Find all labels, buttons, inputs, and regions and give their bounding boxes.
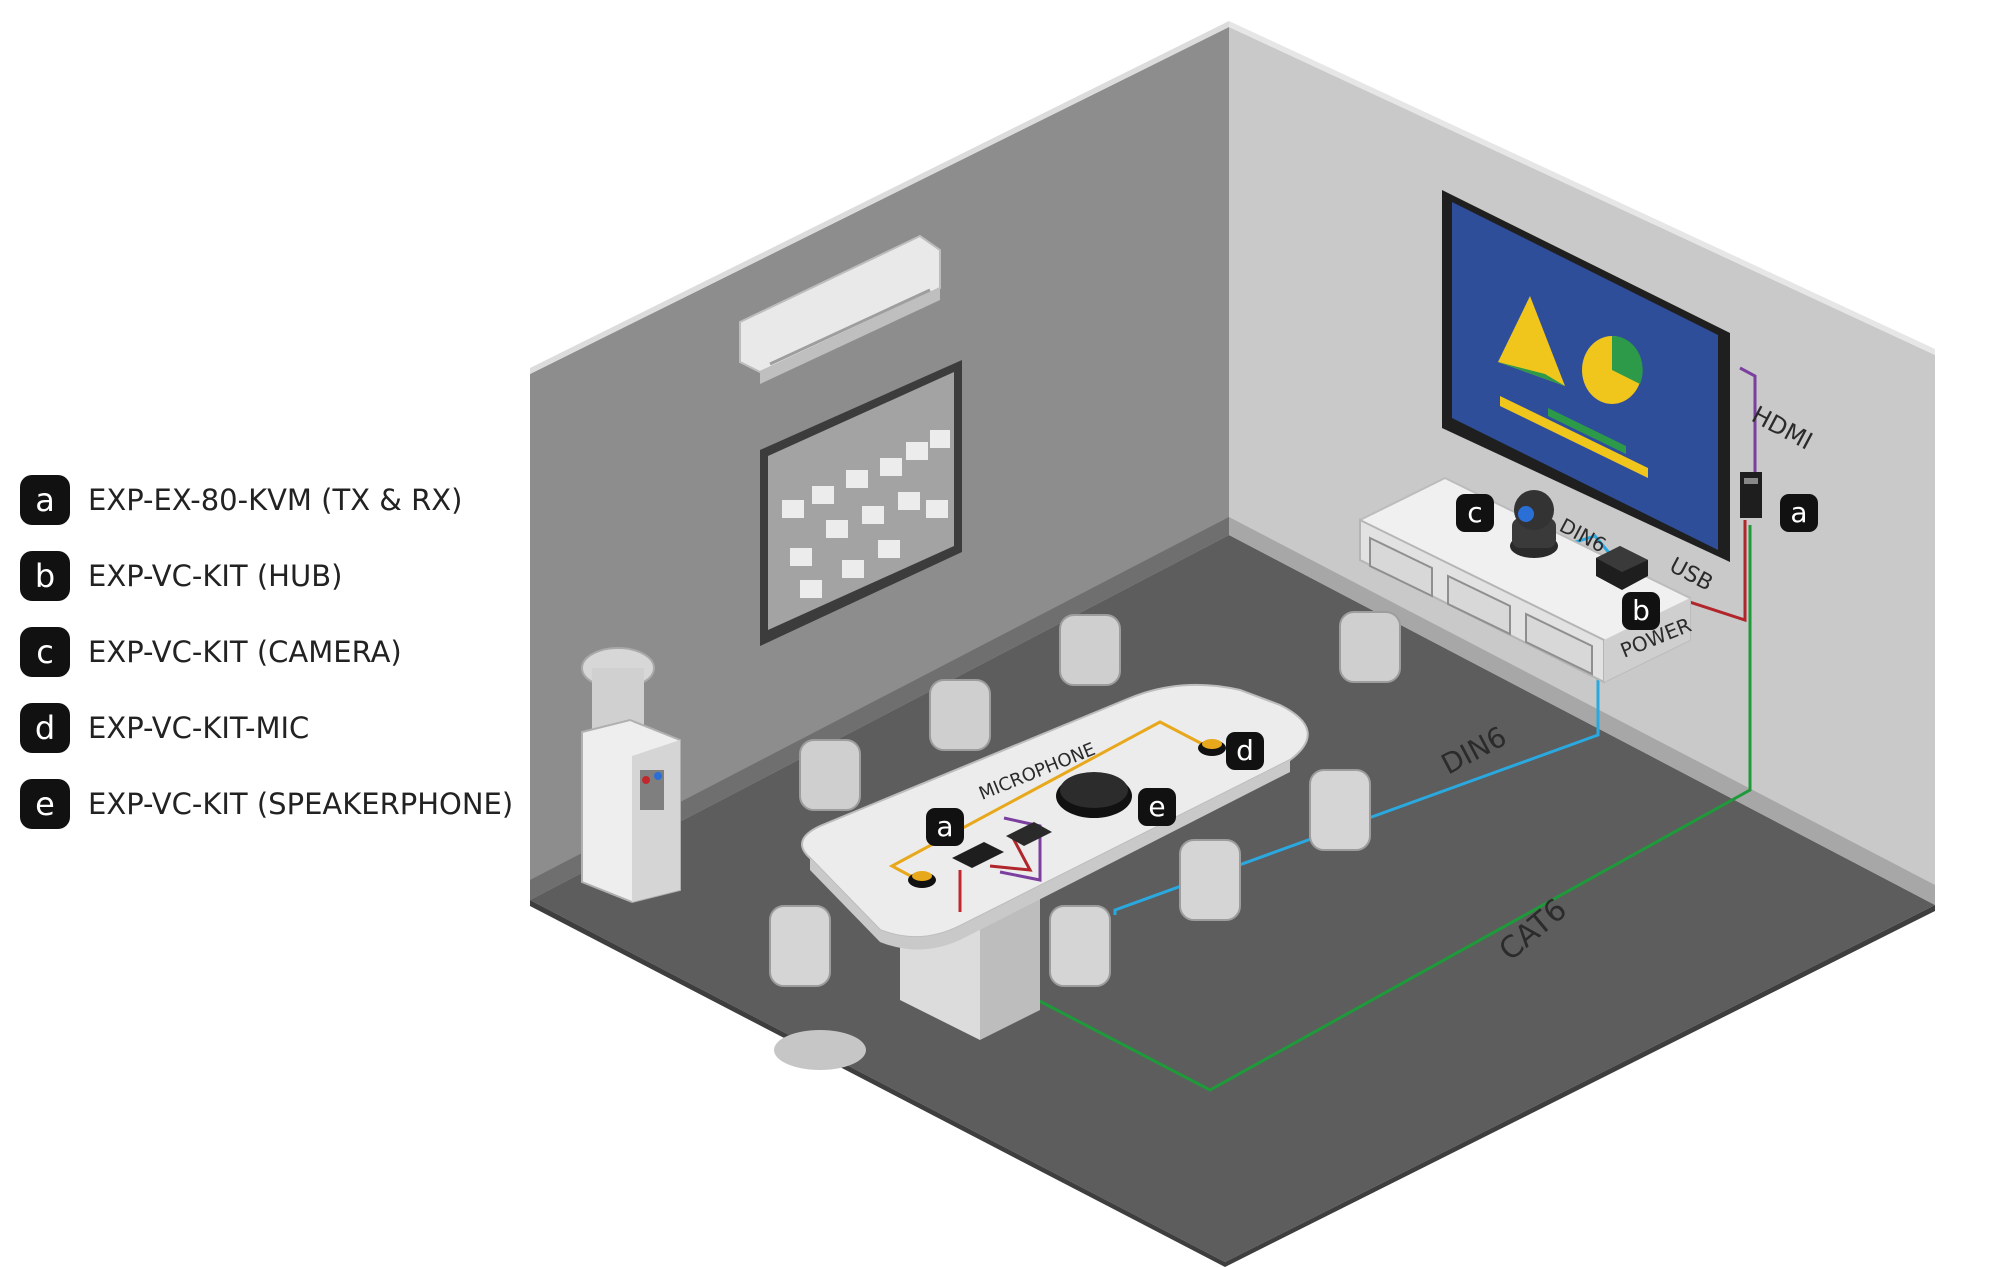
camera — [1510, 490, 1558, 558]
svg-text:a: a — [1790, 496, 1807, 529]
hdmi-cable — [1739, 366, 1757, 486]
legend-label-a: EXP-EX-80-KVM (TX & RX) — [88, 483, 463, 517]
water-cooler — [581, 647, 681, 904]
microphone-cable — [888, 720, 1211, 882]
floor-front-right-edge — [1225, 905, 1935, 1267]
svg-text:e: e — [1148, 790, 1165, 823]
svg-text:b: b — [1632, 594, 1650, 627]
screen-triangle — [1498, 296, 1565, 386]
cabinet — [1359, 476, 1691, 684]
air-conditioner — [739, 234, 941, 384]
callout-c: c — [1456, 494, 1494, 532]
chair — [769, 905, 866, 1070]
svg-text:d: d — [1236, 734, 1254, 767]
callout-b: b — [1622, 592, 1660, 630]
chairs — [769, 611, 1401, 1070]
left-wall-top-edge — [530, 21, 1229, 374]
chair — [799, 739, 861, 811]
devices — [908, 472, 1762, 888]
chair — [929, 679, 991, 751]
chair — [1179, 839, 1241, 921]
floor-front-left-edge — [530, 900, 1225, 1267]
svg-text:a: a — [936, 810, 953, 843]
legend-badge-e: e — [20, 779, 70, 829]
notice-board — [760, 360, 962, 646]
microphone-right — [1198, 739, 1226, 756]
legend-badge-b: b — [20, 551, 70, 601]
legend-item-c: c EXP-VC-KIT (CAMERA) — [20, 622, 500, 682]
legend-badge-d: d — [20, 703, 70, 753]
display-screen — [1442, 190, 1730, 562]
legend: a EXP-EX-80-KVM (TX & RX) b EXP-VC-KIT (… — [20, 470, 513, 850]
kvm-wall-unit — [1740, 472, 1762, 518]
chair — [1309, 769, 1371, 851]
kvm-table-red-loop — [989, 835, 1033, 872]
legend-label-c: EXP-VC-KIT (CAMERA) — [88, 635, 402, 669]
kvm-table-hdmi-cable — [999, 816, 1042, 882]
legend-badge-c: c — [20, 627, 70, 677]
speakerphone — [1056, 772, 1132, 818]
legend-label-e: EXP-VC-KIT (SPEAKERPHONE) — [88, 787, 514, 821]
legend-item-d: d EXP-VC-KIT-MIC — [20, 698, 500, 758]
callout-d: d — [1226, 732, 1264, 770]
chair — [1059, 614, 1121, 686]
callout-badges: a b c d e a — [926, 494, 1818, 846]
legend-label-b: EXP-VC-KIT (HUB) — [88, 559, 343, 593]
legend-label-d: EXP-VC-KIT-MIC — [88, 711, 310, 745]
room-shell — [530, 21, 1935, 1267]
callout-a-table: a — [926, 808, 964, 846]
right-wall-baseboard — [1229, 517, 1935, 905]
legend-item-b: b EXP-VC-KIT (HUB) — [20, 546, 500, 606]
chair — [1049, 905, 1111, 987]
callout-e: e — [1138, 788, 1176, 826]
hub — [1596, 546, 1648, 590]
kvm-table-unit — [952, 822, 1052, 868]
microphone-left — [908, 871, 936, 888]
right-wall-top-edge — [1229, 21, 1935, 355]
callout-a-wall: a — [1780, 494, 1818, 532]
legend-item-e: e EXP-VC-KIT (SPEAKERPHONE) — [20, 774, 513, 834]
legend-item-a: a EXP-EX-80-KVM (TX & RX) — [20, 470, 500, 530]
left-wall-baseboard — [530, 517, 1229, 900]
legend-badge-a: a — [20, 475, 70, 525]
svg-text:c: c — [1467, 496, 1482, 529]
chair — [1339, 611, 1401, 683]
